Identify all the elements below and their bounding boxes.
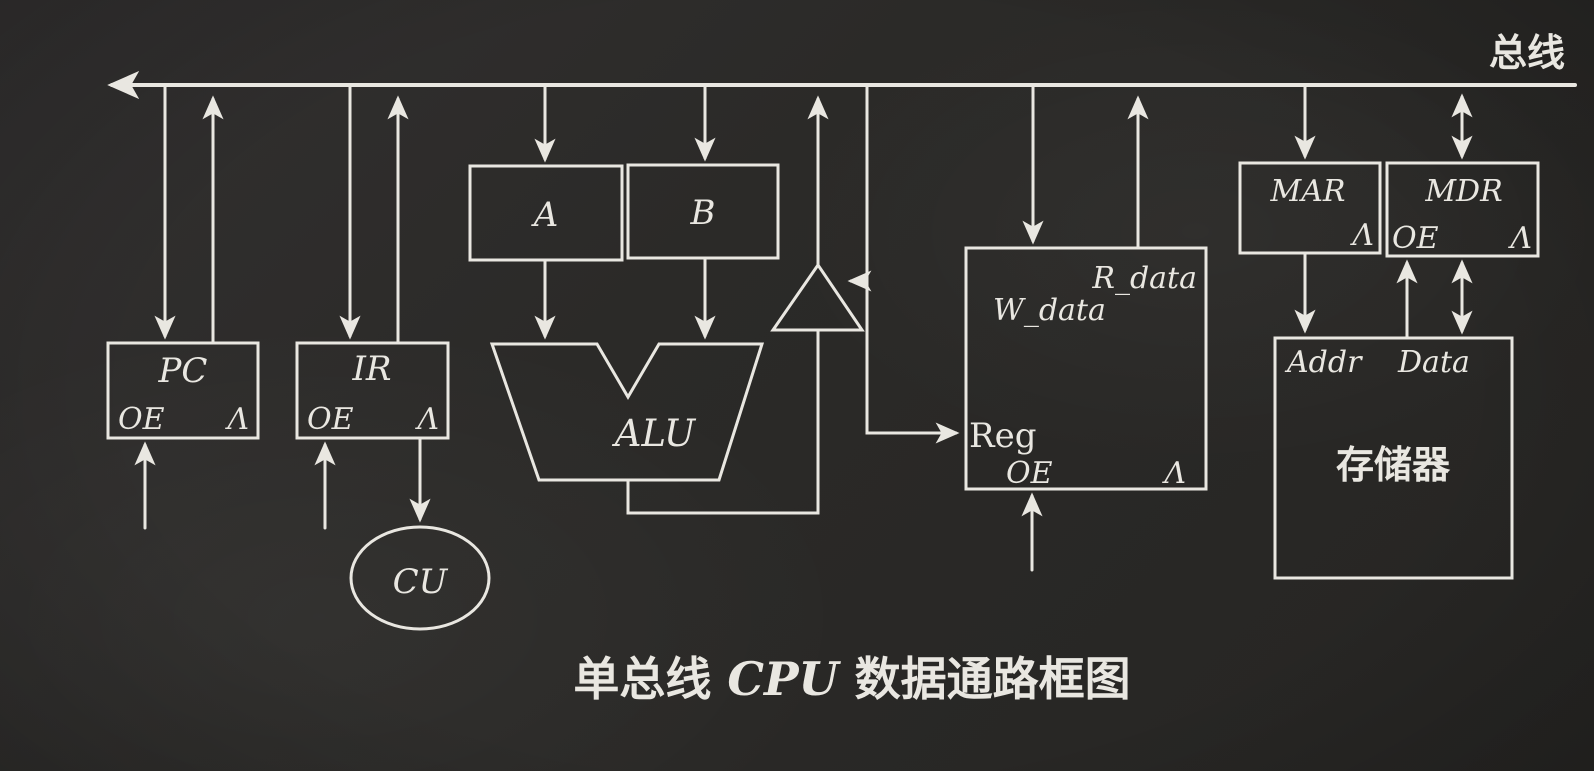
mar-box: [1238, 161, 1382, 255]
mdr-oe-label: OE: [1392, 221, 1439, 256]
memory-box: [1273, 336, 1514, 580]
ir-latch-label: Λ: [414, 402, 439, 437]
bus-to-reg-control-line: [865, 85, 960, 444]
ir-box: [295, 341, 450, 440]
a-register-label: A: [531, 195, 559, 235]
pc-box: [106, 341, 260, 440]
mdr-box: [1385, 161, 1540, 258]
register-file-box: [964, 246, 1208, 491]
bus-label: 总线: [1489, 31, 1565, 75]
alu-label: ALU: [612, 412, 697, 455]
b-register-label: B: [690, 193, 716, 233]
mar-latch-label: Λ: [1349, 218, 1374, 253]
ir-label: IR: [351, 349, 391, 389]
alu-shape: [489, 342, 765, 482]
reg-oe-label: OE: [1006, 456, 1053, 491]
tristate-buffer-triangle: [770, 262, 865, 332]
mdr-label: MDR: [1424, 174, 1502, 209]
cu-ellipse: [349, 525, 491, 631]
a-register-box: [468, 164, 624, 262]
reg-wdata-label: W_data: [993, 293, 1106, 328]
cu-label: CU: [393, 562, 449, 602]
b-register-box: [626, 163, 780, 260]
pc-oe-label: OE: [118, 402, 165, 437]
memory-label: 存储器: [1336, 443, 1451, 487]
ir-oe-label: OE: [307, 402, 354, 437]
mar-label: MAR: [1270, 174, 1346, 209]
reg-rdata-label: R_data: [1091, 261, 1197, 296]
memory-addr-label: Addr: [1284, 345, 1363, 380]
diagram-caption: 单总线 CPU 数据通路框图: [573, 652, 1130, 706]
reg-latch-label: Λ: [1161, 456, 1186, 491]
pc-label: PC: [158, 351, 208, 391]
mdr-latch-label: Λ: [1507, 221, 1532, 256]
reg-label: Reg: [969, 416, 1037, 456]
memory-data-label: Data: [1397, 345, 1470, 380]
pc-latch-label: Λ: [224, 402, 249, 437]
alu-output-line: [626, 328, 820, 515]
